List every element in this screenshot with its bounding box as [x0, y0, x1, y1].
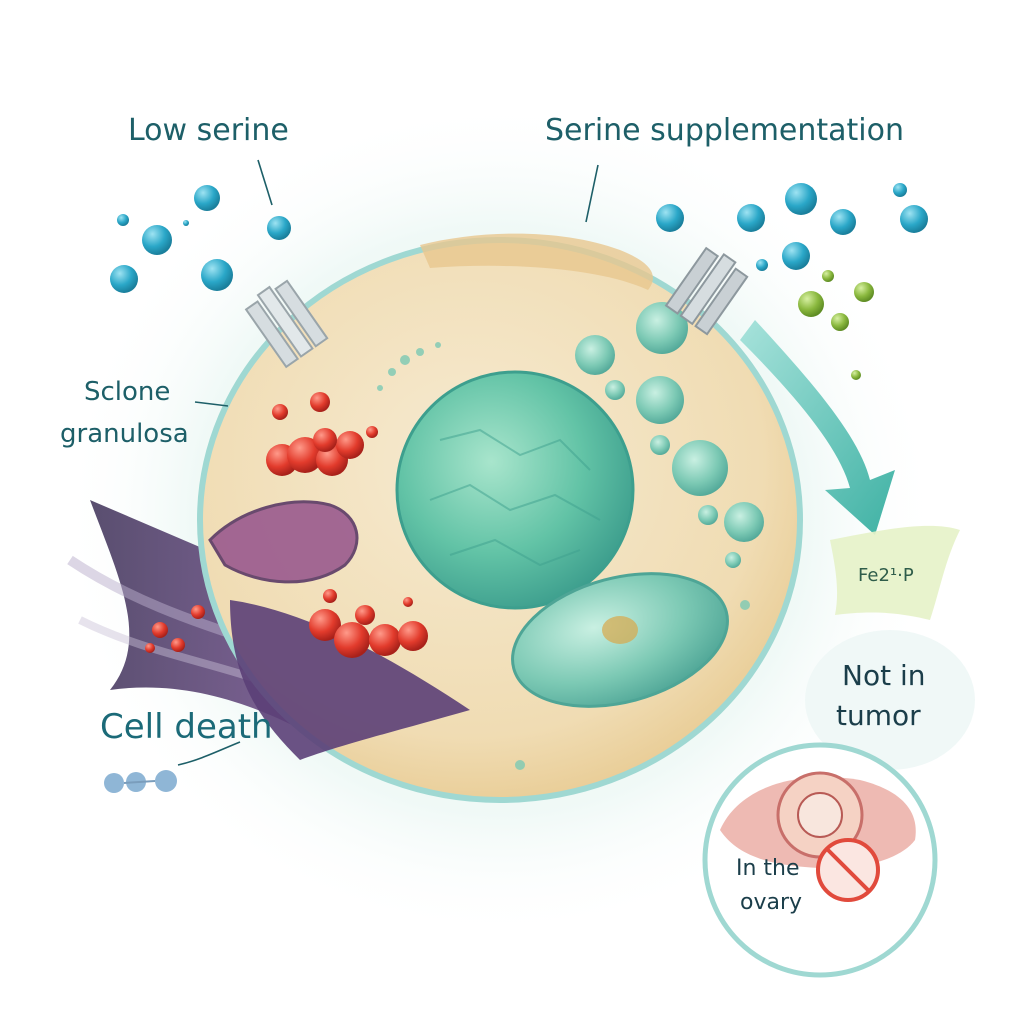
red-clusters-upper: [266, 392, 378, 476]
serine-molecules-supplemented: [656, 183, 928, 380]
vesicle: [725, 552, 741, 568]
transporter-left-icon: [244, 279, 329, 369]
leader-cell-death: [177, 741, 241, 766]
not-in-tumor-bubble: [805, 630, 975, 770]
vesicle: [636, 376, 684, 424]
vesicle: [672, 440, 728, 496]
label-serine-supplementation: Serine supplementation: [545, 113, 905, 148]
leader-low-serine: [257, 159, 273, 206]
dots-trail: [377, 342, 750, 770]
serine-pair-icon: [104, 770, 177, 793]
label-fe: Fe2¹·P: [858, 565, 914, 586]
label-granulosa: granulosa: [60, 419, 189, 449]
red-clusters-dying: [145, 605, 205, 653]
leader-sclone: [194, 401, 229, 407]
membrane-fold: [420, 233, 653, 290]
serine-molecules-low: [110, 185, 291, 293]
label-low-serine: Low serine: [128, 113, 289, 148]
mitochondrion-spot: [602, 616, 638, 644]
no-symbol-icon: [816, 838, 880, 902]
label-tumor: tumor: [836, 699, 921, 732]
dying-cell-fragment: [230, 600, 470, 760]
label-not-in: Not in: [842, 659, 926, 692]
leader-lines: [177, 159, 599, 766]
vesicle: [650, 435, 670, 455]
leader-supplementation: [585, 164, 599, 223]
vesicle: [724, 502, 764, 542]
vesicle: [575, 335, 615, 375]
transporter-right-icon: [664, 246, 749, 336]
fe-label-banner: [830, 525, 960, 620]
vesicle-cluster: [575, 302, 764, 568]
vesicle: [698, 505, 718, 525]
red-clusters-lower: [309, 589, 428, 658]
nucleus: [395, 370, 635, 610]
label-in-the: In the: [736, 856, 800, 881]
ovary-follicle-core: [797, 792, 843, 838]
vesicle: [636, 302, 688, 354]
vesicle: [605, 380, 625, 400]
smoke-wisp: [78, 616, 262, 684]
flow-arrow-icon: [740, 320, 895, 535]
nucleus-texture: [429, 428, 601, 567]
label-ovary: ovary: [740, 890, 803, 915]
label-sclone: Sclone: [84, 377, 171, 407]
damaged-mitochondrion: [208, 500, 359, 584]
label-cell-death: Cell death: [100, 707, 273, 747]
